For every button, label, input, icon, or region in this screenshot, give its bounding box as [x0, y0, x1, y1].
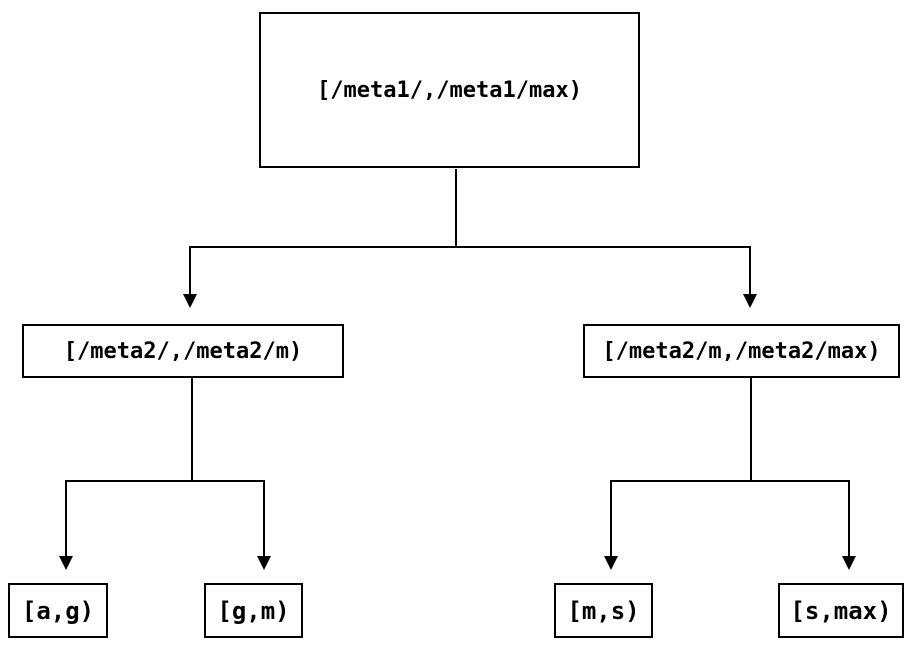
- tree-node-leaf-ag: [a,g): [8, 583, 108, 638]
- tree-node-leaf-ms: [m,s): [554, 583, 653, 638]
- tree-node-root: [/meta1/,/meta1/max): [259, 12, 640, 168]
- tree-node-mid-right: [/meta2/m,/meta2/max): [583, 324, 900, 378]
- tree-node-mid-left: [/meta2/,/meta2/m): [22, 324, 344, 378]
- edge-mid-right-branch: [610, 480, 850, 557]
- arrowhead-to-leaf-ms-icon: [604, 556, 618, 570]
- edge-mid-left-branch: [65, 480, 265, 557]
- arrowhead-to-leaf-ag-icon: [59, 556, 73, 570]
- arrowhead-to-leaf-gm-icon: [257, 556, 271, 570]
- edge-root-branch: [189, 246, 751, 295]
- arrowhead-to-mid-left-icon: [183, 294, 197, 308]
- arrowhead-to-leaf-smax-icon: [842, 556, 856, 570]
- tree-node-leaf-gm: [g,m): [204, 583, 303, 638]
- tree-node-leaf-smax: [s,max): [778, 583, 904, 638]
- arrowhead-to-mid-right-icon: [743, 294, 757, 308]
